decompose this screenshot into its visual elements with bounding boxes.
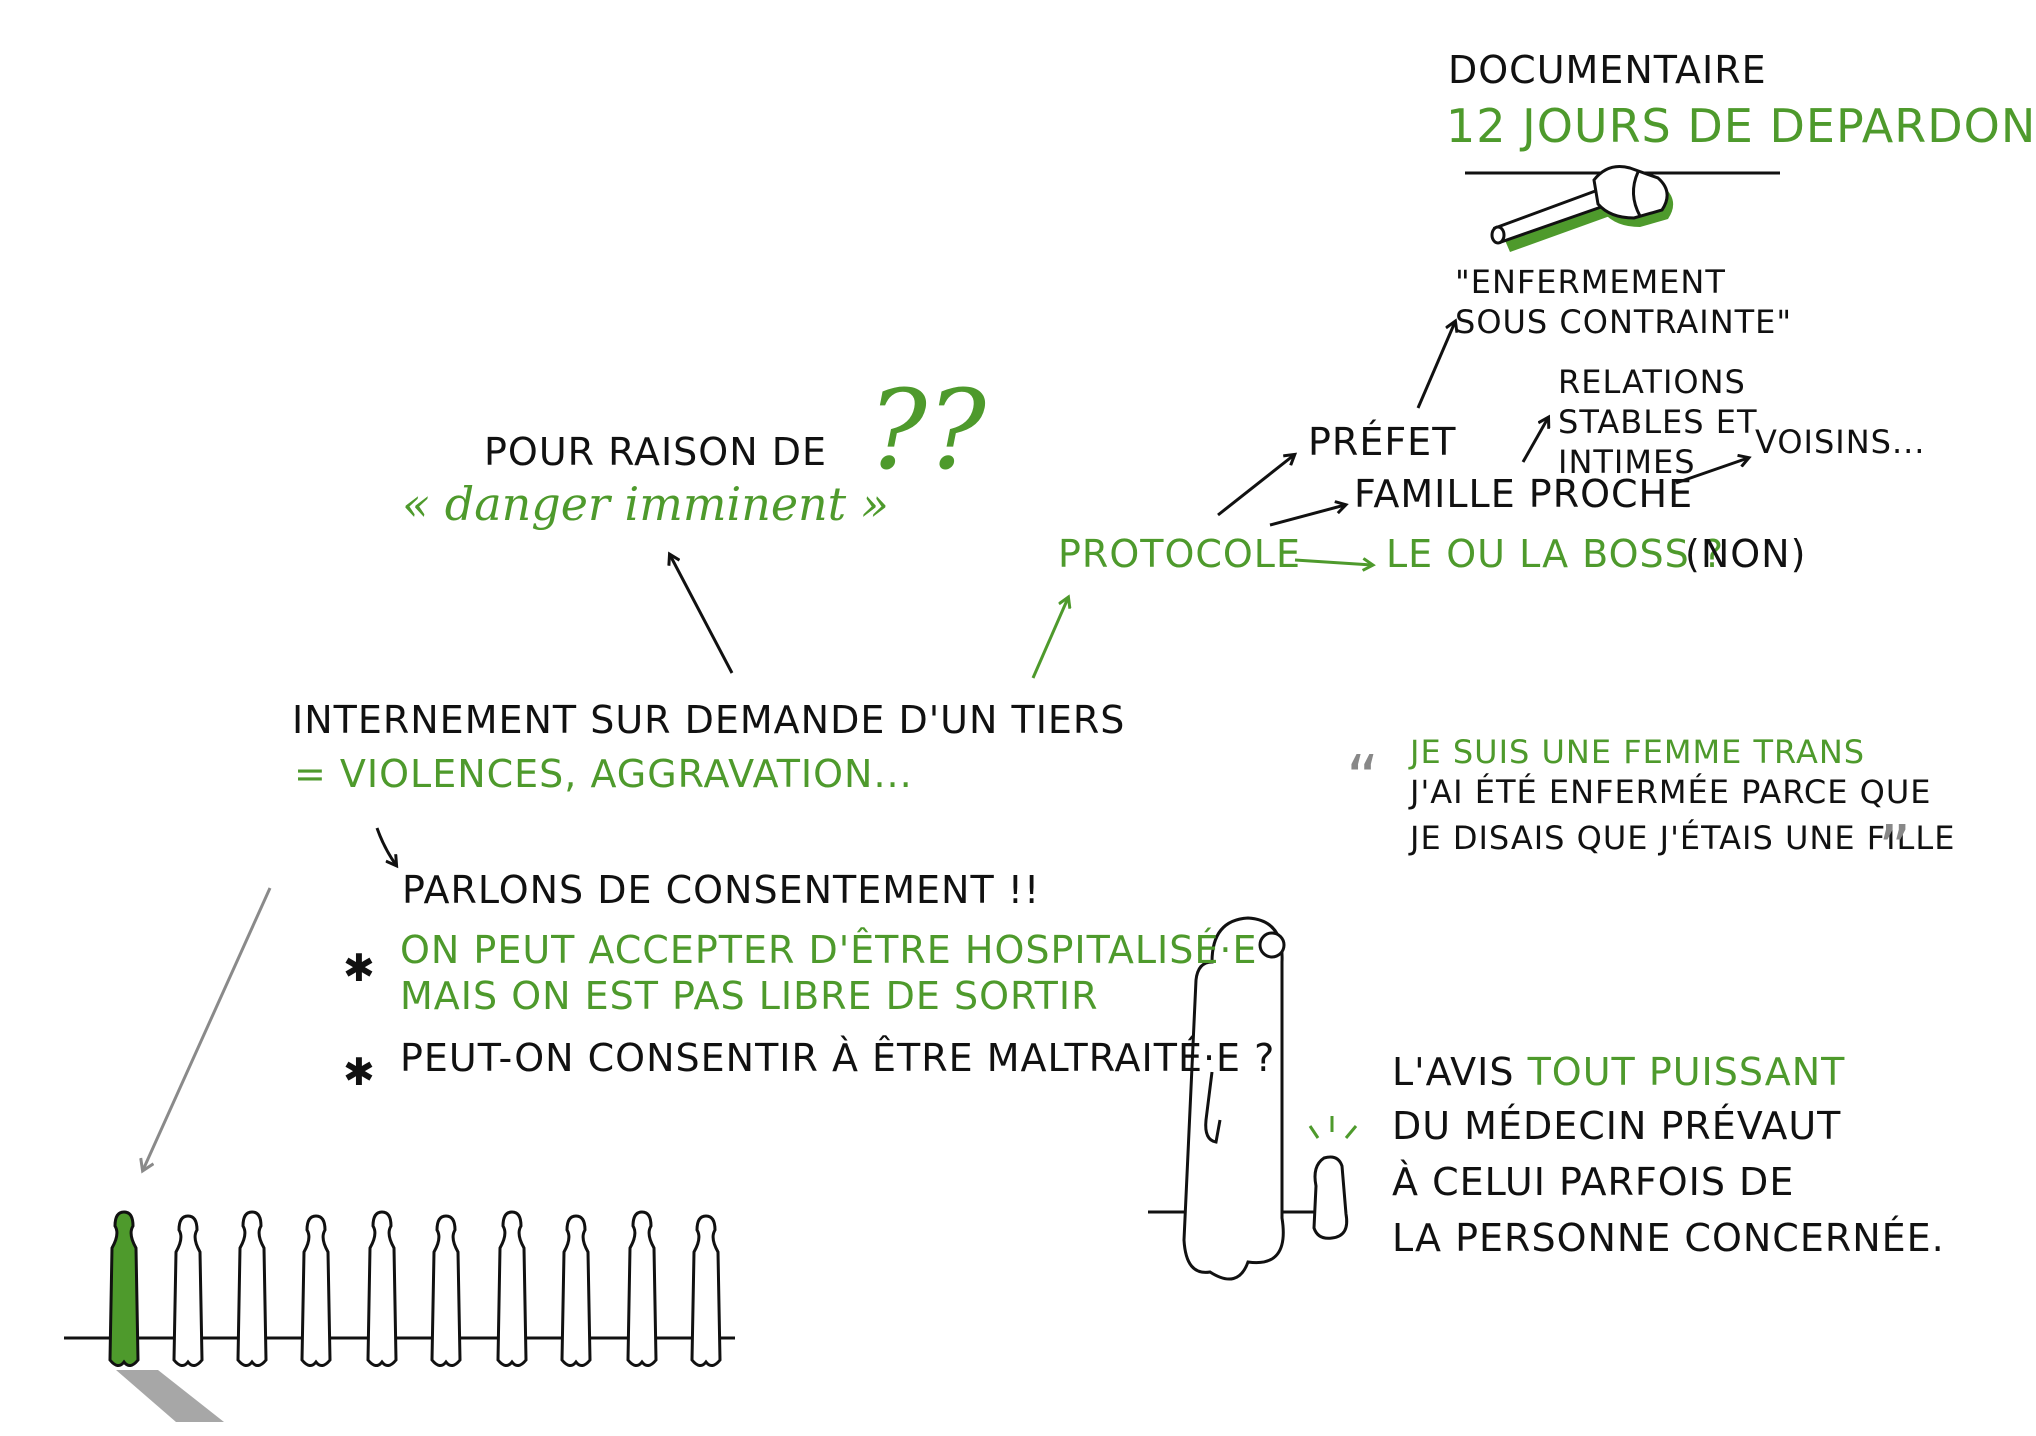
danger-line1: POUR RAISON DE: [484, 430, 827, 474]
relations-label: RELATIONS STABLES ET INTIMES: [1558, 363, 1758, 481]
doctor-line2: DU MÉDECIN PRÉVAUT: [1392, 1104, 1842, 1148]
danger-marks: ??: [868, 366, 986, 494]
quote-enfermement: "ENFERMEMENT SOUS CONTRAINTE": [1455, 263, 1793, 341]
bullet-2-icon: ✱: [343, 1050, 376, 1094]
testimony-line2: J'AI ÉTÉ ENFERMÉE PARCE QUE: [1410, 773, 1932, 811]
person-figure: [496, 1210, 528, 1367]
protocole-label: PROTOCOLE: [1058, 532, 1301, 576]
person-figure: [236, 1210, 268, 1367]
non-label: (NON): [1685, 532, 1807, 576]
arrow-to-danger: [670, 555, 734, 674]
crowd-illustration: [64, 1210, 735, 1422]
doctor-line3: À CELUI PARFOIS DE: [1392, 1160, 1795, 1204]
arrow-to-quote: [1416, 322, 1455, 409]
person-figure: [172, 1214, 204, 1367]
documentaire-label: DOCUMENTAIRE: [1448, 48, 1767, 92]
bullet-1-icon: ✱: [343, 946, 376, 990]
central-title: INTERNEMENT SUR DEMANDE D'UN TIERS: [292, 698, 1126, 742]
testimony-line3: JE DISAIS QUE J'ÉTAIS UNE FILLE: [1410, 819, 1956, 857]
arrow-to-relations: [1521, 418, 1548, 463]
arrow-to-boss: [1294, 560, 1372, 565]
person-figure: [560, 1214, 592, 1367]
arrow-to-prefet: [1217, 455, 1294, 517]
close-quote-icon: ”: [1878, 813, 1913, 887]
person-figure: [690, 1214, 722, 1367]
open-quote-icon: “: [1346, 743, 1381, 817]
boss-label: LE OU LA BOSS ?: [1386, 532, 1724, 576]
person-figure: [366, 1210, 398, 1367]
gavel-icon: [1490, 165, 1674, 252]
person-figure: [300, 1214, 332, 1367]
arrow-to-consent: [375, 827, 396, 865]
arrow-to-famille: [1269, 505, 1345, 527]
doctor-line4: LA PERSONNE CONCERNÉE.: [1392, 1216, 1945, 1260]
person-figure: [626, 1210, 658, 1367]
doctor-line1-a: L'AVIS: [1392, 1050, 1528, 1094]
doctor-line1: L'AVIS TOUT PUISSANT: [1392, 1050, 1845, 1094]
film-title: 12 JOURS DE DEPARDON: [1446, 99, 2036, 153]
bullet-2: PEUT-ON CONSENTIR À ÊTRE MALTRAITÉ·E ?: [400, 1036, 1276, 1080]
doctor-patient-illustration: [1148, 916, 1358, 1281]
person-figure: [430, 1214, 462, 1367]
danger-line2: « danger imminent »: [402, 477, 889, 531]
prefet-label: PRÉFET: [1308, 420, 1457, 464]
central-subtitle: = VIOLENCES, AGGRAVATION...: [294, 752, 913, 796]
testimony-line1: JE SUIS UNE FEMME TRANS: [1410, 733, 1866, 771]
bullet-1-line2: MAIS ON EST PAS LIBRE DE SORTIR: [400, 974, 1099, 1018]
arrow-to-crowd: [143, 887, 272, 1170]
arrow-to-voisins: [1675, 458, 1748, 485]
doctor-line1-b: TOUT PUISSANT: [1527, 1050, 1846, 1094]
consent-heading: PARLONS DE CONSENTEMENT !!: [402, 868, 1041, 912]
highlighted-person-figure: [108, 1210, 140, 1367]
voisins-label: VOISINS...: [1755, 423, 1926, 461]
bullet-1-line1: ON PEUT ACCEPTER D'ÊTRE HOSPITALISÉ·E: [400, 928, 1258, 972]
famille-label: FAMILLE PROCHE: [1354, 472, 1694, 516]
arrow-to-protocole: [1031, 598, 1068, 679]
